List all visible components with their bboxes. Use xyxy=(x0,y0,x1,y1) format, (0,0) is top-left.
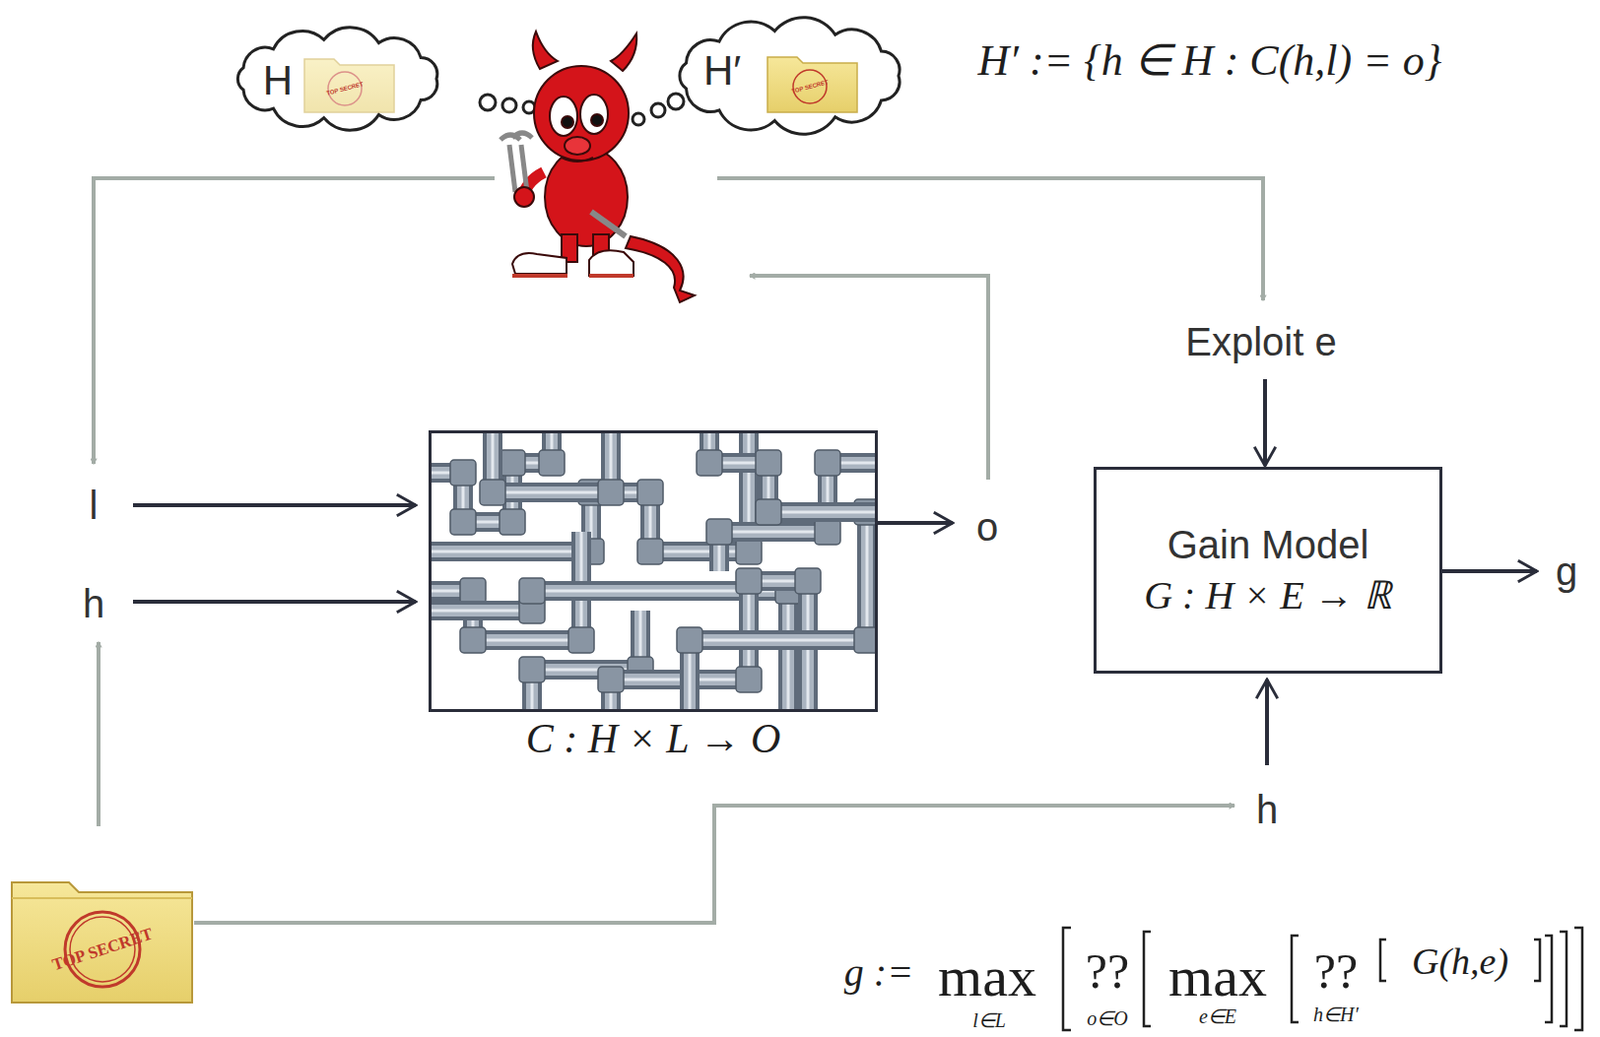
symbol-label: H′ xyxy=(703,50,741,92)
process-box: C : H × L → O xyxy=(428,430,878,713)
formula-part: h∈H′ xyxy=(1313,1004,1359,1025)
flow-lines xyxy=(93,178,1264,924)
formula-part: l∈L xyxy=(972,1010,1006,1031)
symbol-label: Exploit e xyxy=(1185,322,1336,362)
formula-part: ?? xyxy=(1085,946,1130,997)
formula-part: max xyxy=(937,948,1037,1006)
formula-part: max xyxy=(1168,948,1267,1006)
attacker-devil xyxy=(500,31,695,303)
formula-part: e∈E xyxy=(1199,1006,1237,1027)
symbol-label: H xyxy=(263,60,293,102)
gain-model-box: Gain Model G : H × E → ℝ xyxy=(1093,466,1443,674)
formula-brackets xyxy=(1063,928,1583,1031)
formula-part: G(h,e) xyxy=(1411,942,1509,981)
formula-part: ?? xyxy=(1314,946,1358,997)
formula-part: g := xyxy=(844,953,914,994)
signal-arrows xyxy=(133,379,1537,766)
symbol-label: h xyxy=(82,584,105,624)
function-caption: C : H × L → O xyxy=(526,715,782,763)
symbol-label: g xyxy=(1555,551,1578,592)
symbol-label: o xyxy=(976,507,999,547)
folder-icon xyxy=(767,57,858,113)
folder-icon xyxy=(304,59,395,113)
formula-part: o∈O xyxy=(1086,1008,1128,1029)
box-formula: G : H × E → ℝ xyxy=(1143,573,1393,619)
symbol-label: H′ := {h ∈ H : C(h,l) = o} xyxy=(978,39,1443,83)
pipe-network xyxy=(430,433,876,710)
box-title: Gain Model xyxy=(1167,522,1370,568)
secret-folder xyxy=(11,882,193,1003)
symbol-label: h xyxy=(1256,790,1278,830)
symbol-label: l xyxy=(89,485,99,526)
